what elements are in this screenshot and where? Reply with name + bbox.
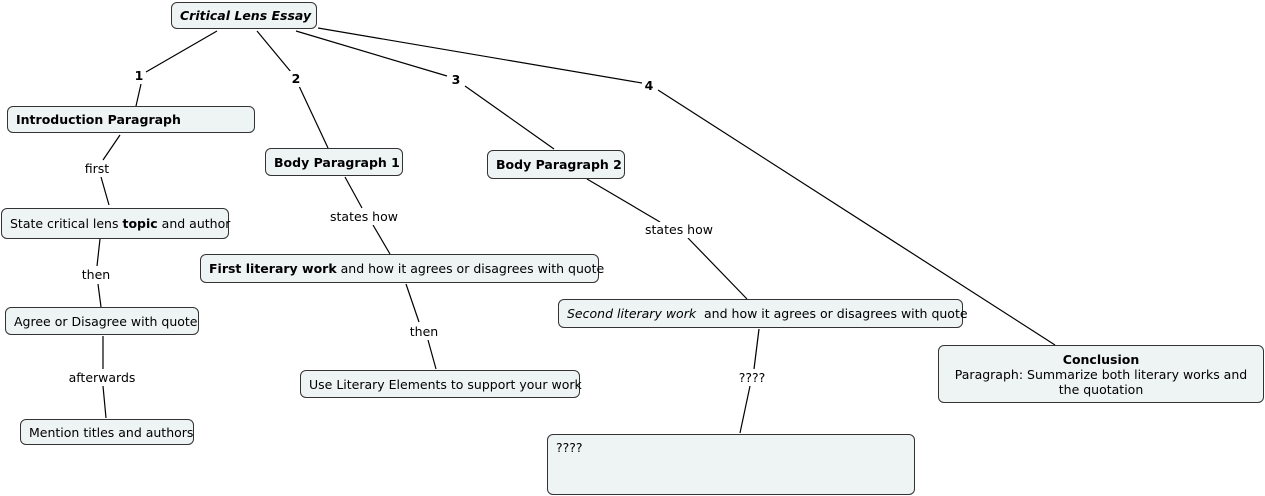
link-state-then-a (96, 238, 101, 267)
second-literary-work-node[interactable]: Second literary work and how it agrees o… (558, 299, 968, 328)
state-lens-topic-node[interactable]: State critical lens topic and author (1, 208, 231, 239)
branch-number-1: 1 (132, 68, 146, 84)
unknown-node[interactable]: ???? (547, 434, 915, 495)
conclusion-title: Conclusion (1062, 351, 1140, 367)
introduction-paragraph-label: Introduction Paragraph (16, 112, 181, 127)
link-label-afterwards: afterwards (66, 370, 138, 386)
mention-titles-label: Mention titles and authors (29, 424, 194, 440)
link-label-then-body1: then (407, 324, 441, 340)
link-root-4b (657, 89, 1056, 346)
conclusion-text: Paragraph: Summarize both literary works… (954, 366, 1248, 397)
link-root-2b (298, 85, 329, 149)
link-root-1a (145, 30, 218, 73)
state-lens-bold: topic (122, 216, 158, 231)
root-node[interactable]: Critical Lens Essay (171, 2, 317, 29)
link-root-4a (317, 27, 643, 84)
link-intro-first-b (100, 176, 110, 206)
link-label-first: first (82, 161, 112, 177)
link-label-states-how-2: states how (643, 222, 715, 238)
link-intro-first-a (102, 134, 121, 161)
body-paragraph-2-label: Body Paragraph 2 (496, 157, 622, 172)
literary-elements-node[interactable]: Use Literary Elements to support your wo… (300, 370, 582, 398)
first-literary-work-post: and how it agrees or disagrees with quot… (336, 261, 605, 276)
first-literary-work-bold: First literary work (209, 261, 337, 276)
body-paragraph-1-label: Body Paragraph 1 (274, 154, 400, 170)
branch-number-2: 2 (289, 71, 303, 87)
second-literary-work-post: and how it agrees or disagrees with quot… (696, 306, 968, 321)
agree-disagree-label: Agree or Disagree with quote (14, 313, 198, 329)
first-literary-work-node[interactable]: First literary work and how it agrees or… (200, 254, 604, 283)
second-literary-work-italic: Second literary work (567, 306, 697, 321)
introduction-paragraph-node[interactable]: Introduction Paragraph (7, 106, 255, 133)
link-work1-then-b (427, 339, 437, 370)
link-agree-afterwards-b (102, 385, 107, 419)
mention-titles-node[interactable]: Mention titles and authors (20, 419, 194, 445)
body-paragraph-2-node[interactable]: Body Paragraph 2 (487, 150, 625, 179)
link-state-then-b (97, 283, 102, 308)
link-label-then-intro: then (79, 267, 113, 283)
link-body2-states-a (586, 178, 661, 223)
agree-disagree-node[interactable]: Agree or Disagree with quote (5, 307, 199, 335)
link-root-3b (464, 85, 555, 150)
branch-number-4: 4 (642, 78, 656, 94)
link-root-3a (295, 30, 448, 77)
literary-elements-label: Use Literary Elements to support your wo… (309, 376, 582, 392)
link-label-unknown: ???? (736, 370, 768, 386)
unknown-node-label: ???? (556, 440, 583, 455)
link-work1-then-a (405, 283, 420, 323)
link-root-2a (256, 30, 292, 73)
link-work2-unknown-a (753, 328, 760, 370)
link-label-states-how-1: states how (328, 209, 400, 225)
body-paragraph-1-node[interactable]: Body Paragraph 1 (265, 148, 403, 176)
root-title: Critical Lens Essay (180, 8, 312, 23)
link-body2-states-b (687, 237, 748, 300)
link-work2-unknown-b (739, 385, 751, 434)
branch-number-3: 3 (449, 72, 463, 88)
state-lens-post: and author (157, 216, 231, 231)
conclusion-node[interactable]: Conclusion Paragraph: Summarize both lit… (938, 345, 1264, 403)
link-body1-states-b (372, 224, 391, 255)
link-body1-states-a (344, 176, 363, 209)
state-lens-pre: State critical lens (10, 216, 123, 231)
link-root-1b (135, 83, 142, 107)
